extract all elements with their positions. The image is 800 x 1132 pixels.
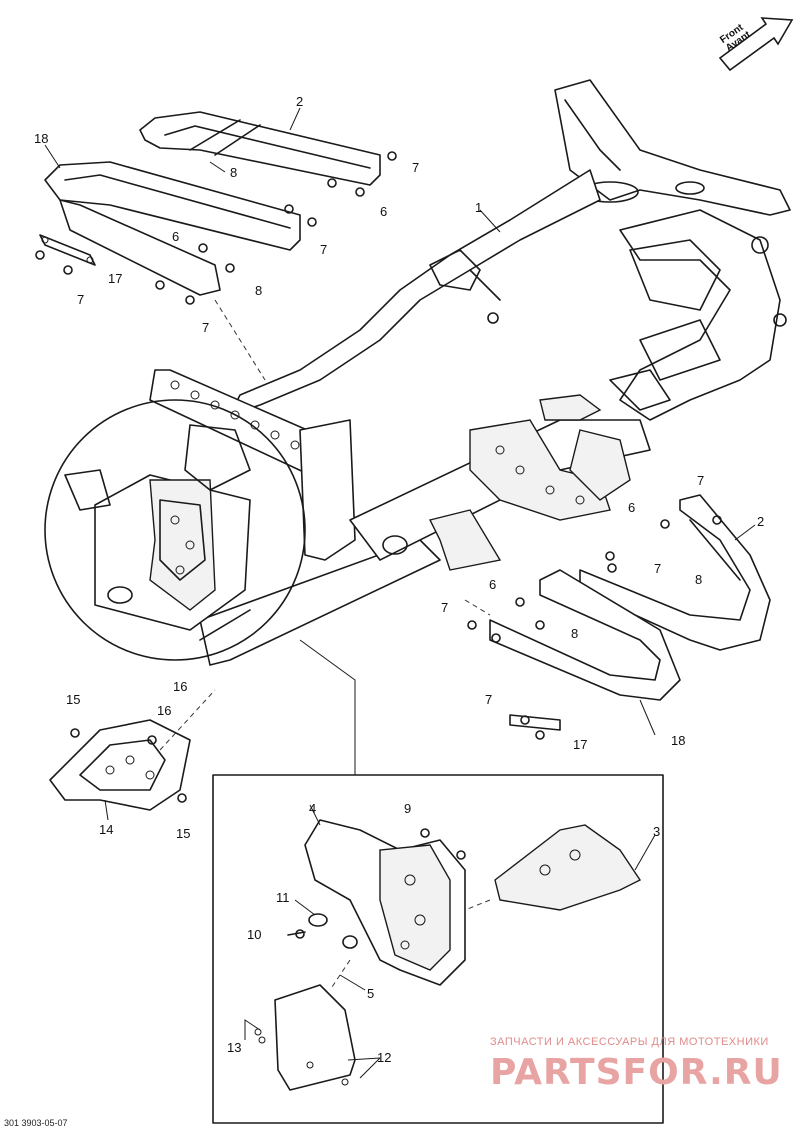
callout-16: 16 (173, 679, 188, 694)
callout-17: 17 (108, 271, 123, 286)
callout-7: 7 (202, 320, 210, 335)
callout-4: 4 (309, 801, 317, 816)
main-frame (149, 79, 791, 666)
callout-7: 7 (320, 242, 328, 257)
callout-7: 7 (485, 692, 493, 707)
callout-16: 16 (157, 703, 172, 718)
callout-2: 2 (757, 514, 765, 529)
callout-18: 18 (34, 131, 49, 146)
callout-7: 7 (697, 473, 705, 488)
callout-8: 8 (230, 165, 238, 180)
callout-14: 14 (99, 822, 114, 837)
callout-8: 8 (695, 572, 703, 587)
bolts-top-left (35, 151, 397, 305)
callout-7: 7 (441, 600, 449, 615)
callout-8: 8 (255, 283, 263, 298)
inset-box (212, 639, 664, 1124)
callout-6: 6 (489, 577, 497, 592)
callout-9: 9 (404, 801, 412, 816)
callout-7: 7 (654, 561, 662, 576)
callout-11: 11 (276, 890, 290, 905)
callout-10: 10 (247, 927, 262, 942)
front-direction-arrow-icon (718, 17, 794, 72)
callout-6: 6 (172, 229, 180, 244)
callout-8: 8 (571, 626, 579, 641)
document-code: 301 3903-05-07 (4, 1118, 68, 1128)
bracket-14 (49, 689, 216, 811)
footrest-right (464, 494, 771, 740)
callout-7: 7 (412, 160, 420, 175)
callout-1: 1 (475, 200, 483, 215)
callout-6: 6 (628, 500, 636, 515)
callout-5: 5 (367, 986, 375, 1001)
callout-18: 18 (671, 733, 686, 748)
callout-6: 6 (380, 204, 388, 219)
callout-3: 3 (653, 824, 661, 839)
callout-17: 17 (573, 737, 588, 752)
callout-7: 7 (77, 292, 85, 307)
watermark-tagline: ЗАПЧАСТИ И АКСЕССУАРЫ ДЛЯ МОТОТЕХНИКИ (490, 1036, 769, 1048)
callout-13: 13 (227, 1040, 242, 1055)
callout-2: 2 (296, 94, 304, 109)
callout-12: 12 (377, 1050, 392, 1065)
footrest-top-left (39, 111, 381, 381)
leader-lines (44, 107, 756, 1079)
watermark-brand: PARTSFOR.RU (490, 1052, 783, 1093)
detail-circle (44, 399, 306, 661)
callout-15: 15 (176, 826, 191, 841)
callout-15: 15 (66, 692, 81, 707)
